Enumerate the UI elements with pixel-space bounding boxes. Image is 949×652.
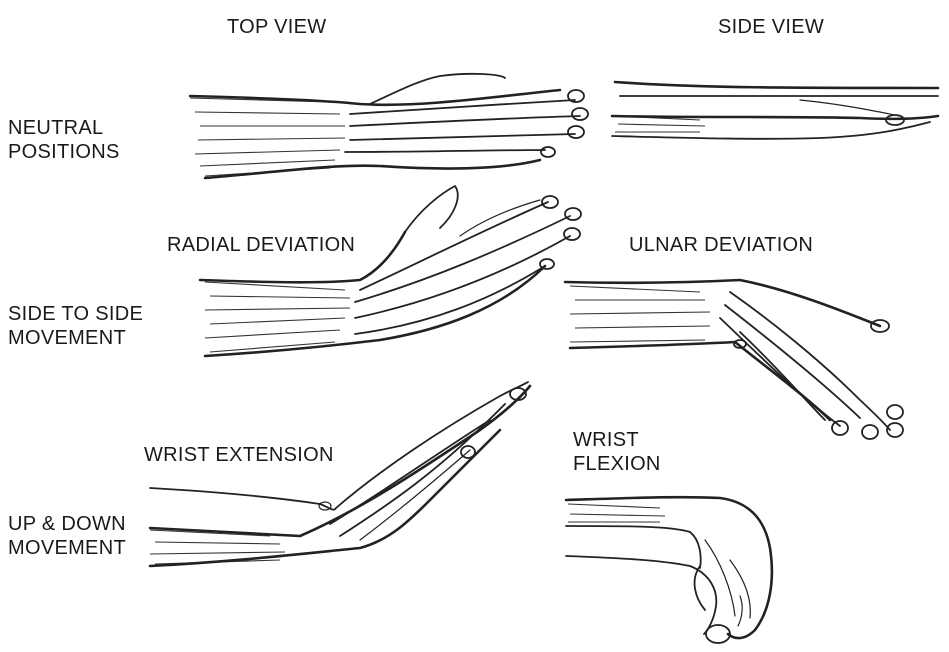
caption-wrist-extension: WRIST EXTENSION — [144, 443, 334, 467]
caption-ulnar-deviation: ULNAR DEVIATION — [629, 233, 813, 257]
caption-wrist-flexion: WRIST FLEXION — [573, 428, 661, 476]
caption-radial-deviation: RADIAL DEVIATION — [167, 233, 355, 257]
hand-ulnar-deviation — [565, 280, 903, 439]
hand-wrist-extension — [150, 382, 530, 566]
side-view-header: SIDE VIEW — [718, 15, 824, 39]
row-label-neutral-positions: NEUTRAL POSITIONS — [8, 116, 120, 164]
hand-neutral-side-view — [612, 82, 938, 139]
hand-wrist-flexion — [566, 497, 772, 643]
row-label-up-and-down-movement: UP & DOWN MOVEMENT — [8, 512, 126, 560]
top-view-header: TOP VIEW — [227, 15, 326, 39]
hand-neutral-top-view — [190, 74, 588, 178]
row-label-side-to-side-movement: SIDE TO SIDE MOVEMENT — [8, 302, 143, 350]
hand-radial-deviation — [200, 186, 581, 356]
